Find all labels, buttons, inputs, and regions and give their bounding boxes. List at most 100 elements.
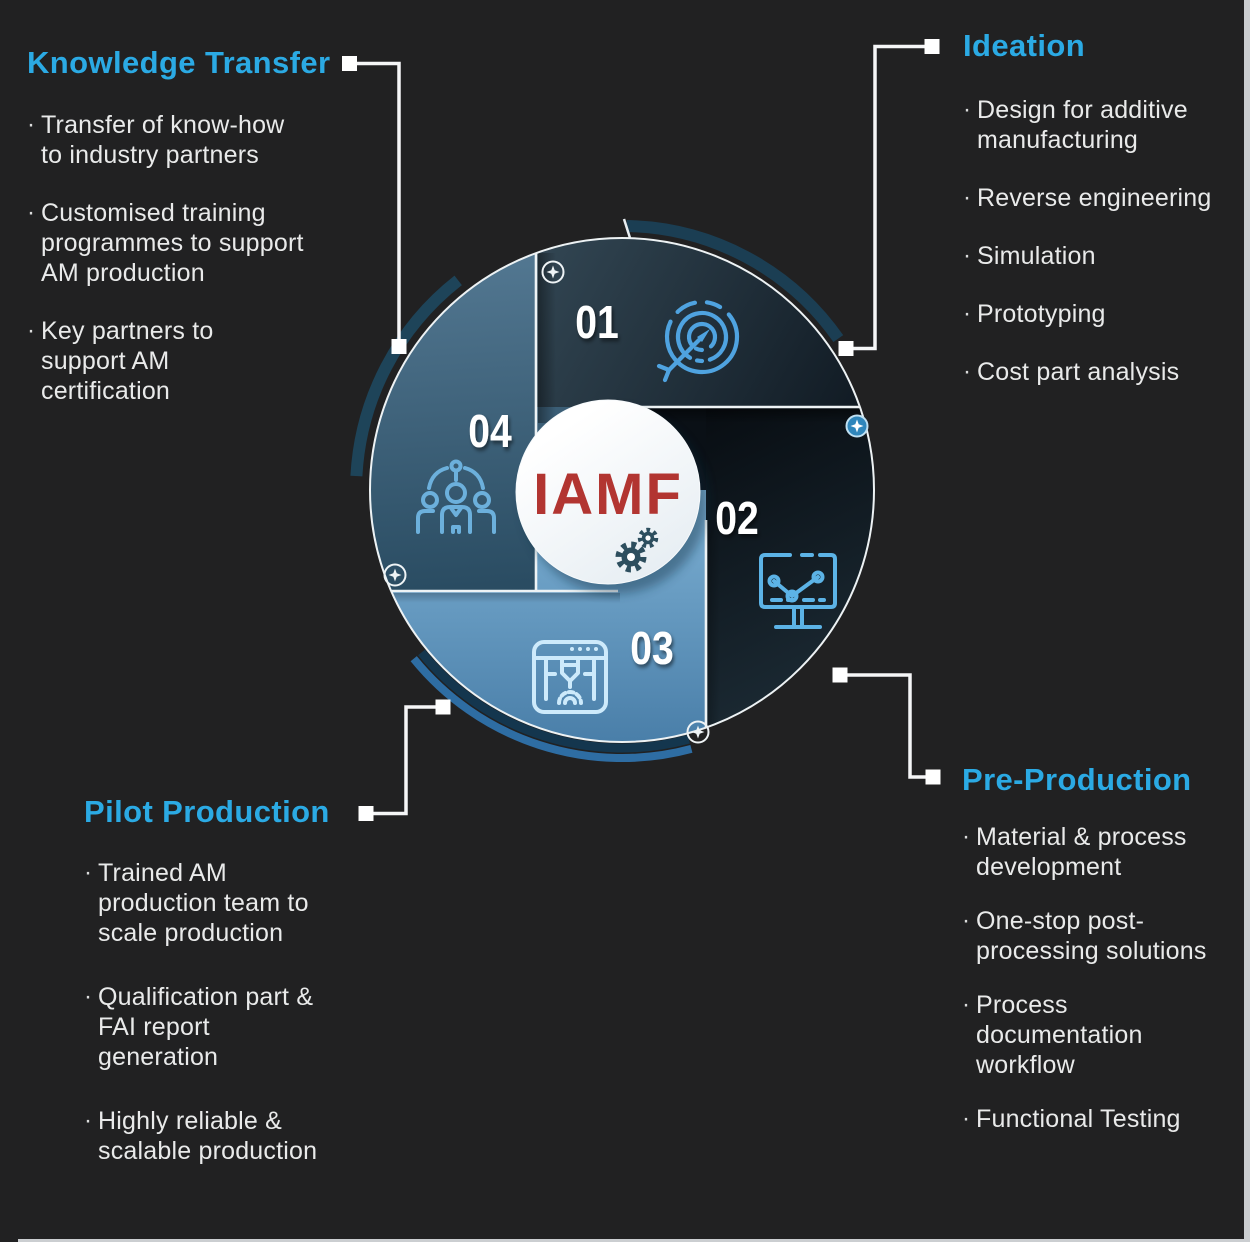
connector-ideation <box>853 44 932 351</box>
bullet-item: ·Highly reliable & scalable production <box>84 1106 374 1166</box>
compass-icon <box>383 563 407 587</box>
pre-production-title: Pre-Production <box>962 762 1192 797</box>
compass-decorations <box>383 260 869 744</box>
page-edge-bottom <box>18 1239 1250 1242</box>
bullet-text: Customised training programmes to suppor… <box>41 199 304 287</box>
bullet-text: Material & process development <box>976 823 1187 881</box>
connector-node <box>391 339 407 354</box>
bullet-item: ·Reverse engineering <box>963 183 1233 213</box>
knowledge-transfer-block: Knowledge Transfer ·Transfer of know-how… <box>27 44 357 406</box>
connector-node <box>342 56 357 71</box>
sector-shadow <box>391 593 620 603</box>
target-icon <box>656 299 740 383</box>
bullet-item: ·Customised training programmes to suppo… <box>27 198 357 288</box>
bullet-dot: · <box>963 300 971 327</box>
bullet-text: Design for additive manufacturing <box>977 96 1188 154</box>
segment-02-pre-production <box>706 407 874 728</box>
bullet-text: Key partners to support AM certification <box>41 317 214 405</box>
bullet-text: Reverse engineering <box>977 184 1212 212</box>
bullet-item: ·Design for additive manufacturing <box>963 95 1233 155</box>
bullet-text: Process documentation workflow <box>976 991 1143 1079</box>
bullet-dot: · <box>962 1105 970 1132</box>
ideation-block: Ideation ·Design for additive manufactur… <box>963 27 1233 387</box>
bullet-item: ·Transfer of know-how to industry partne… <box>27 110 357 170</box>
connector-nodes <box>342 39 941 821</box>
connector-knowledge-transfer <box>349 61 401 347</box>
pilot-production-title: Pilot Production <box>84 794 330 829</box>
knowledge-transfer-title: Knowledge Transfer <box>27 45 331 80</box>
bullet-dot: · <box>963 184 971 211</box>
arc-bottom-outer <box>410 656 693 763</box>
bullet-dot: · <box>27 111 35 138</box>
bullet-dot: · <box>84 983 92 1010</box>
connector-node <box>832 667 848 683</box>
bullet-item: ·Functional Testing <box>962 1104 1232 1134</box>
bullet-item: ·Simulation <box>963 241 1233 271</box>
connector-node <box>925 769 941 785</box>
bullet-text: Simulation <box>977 242 1096 270</box>
bullet-text: Cost part analysis <box>977 358 1180 386</box>
bullet-item: ·One-stop post- processing solutions <box>962 906 1232 966</box>
bullet-text: Highly reliable & scalable production <box>98 1107 318 1165</box>
bullet-text: Functional Testing <box>976 1105 1181 1133</box>
connectors <box>349 44 932 816</box>
connector-node <box>435 699 451 715</box>
center-hub: IAMF <box>515 399 708 594</box>
bullet-text: One-stop post- processing solutions <box>976 907 1207 965</box>
bullet-text: Transfer of know-how to industry partner… <box>41 111 285 169</box>
monitor-chart-icon <box>759 553 837 629</box>
bullet-text: Trained AM production team to scale prod… <box>98 859 309 947</box>
segment-number-03: 03 <box>630 623 673 675</box>
team-icon <box>416 459 496 534</box>
bullet-dot: · <box>84 859 92 886</box>
knowledge-transfer-bullets: ·Transfer of know-how to industry partne… <box>27 110 357 406</box>
segment-04-knowledge-transfer <box>369 253 536 591</box>
bullet-dot: · <box>962 991 970 1018</box>
bullet-dot: · <box>27 199 35 226</box>
connector-pilot-production <box>366 705 436 816</box>
arc-top-right <box>626 220 844 343</box>
arc-left <box>350 275 462 477</box>
segment-numbers: 01 02 03 04 <box>468 297 758 675</box>
pilot-production-bullets: ·Trained AM production team to scale pro… <box>84 858 374 1166</box>
center-label: IAMF <box>533 462 683 527</box>
connector-node <box>924 39 940 54</box>
3d-printer-icon <box>532 640 608 714</box>
bullet-item: ·Cost part analysis <box>963 357 1233 387</box>
pre-production-bullets: ·Material & process development ·One-sto… <box>962 822 1232 1134</box>
bullet-dot: · <box>963 358 971 385</box>
sector-shadow <box>708 520 720 727</box>
segment-number-02: 02 <box>715 493 758 545</box>
bullet-dot: · <box>962 823 970 850</box>
compass-icon <box>845 414 869 438</box>
compass-icon <box>541 260 565 284</box>
bullet-dot: · <box>963 96 971 123</box>
compass-icon <box>686 720 710 744</box>
arc-tick <box>622 218 632 239</box>
segment-number-04: 04 <box>468 406 512 458</box>
connector-pre-production <box>840 673 928 779</box>
bullet-item: ·Trained AM production team to scale pro… <box>84 858 374 948</box>
pre-production-block: Pre-Production ·Material & process devel… <box>962 761 1232 1134</box>
sector-shadow <box>640 409 860 423</box>
bullet-text: Prototyping <box>977 300 1106 328</box>
bullet-item: ·Process documentation workflow <box>962 990 1232 1080</box>
bullet-item: ·Material & process development <box>962 822 1232 882</box>
bullet-text: Qualification part & FAI report generati… <box>98 983 314 1071</box>
bullet-item: ·Qualification part & FAI report generat… <box>84 982 374 1072</box>
bullet-item: ·Prototyping <box>963 299 1233 329</box>
connector-node <box>358 806 374 821</box>
bullet-dot: · <box>962 907 970 934</box>
ideation-bullets: ·Design for additive manufacturing ·Reve… <box>963 95 1233 387</box>
segment-number-01: 01 <box>575 297 618 349</box>
connector-node <box>838 341 854 356</box>
pilot-production-block: Pilot Production ·Trained AM production … <box>84 793 374 1166</box>
segment-icons <box>416 299 837 714</box>
bullet-dot: · <box>963 242 971 269</box>
gears-icon <box>615 527 659 573</box>
outer-accent-arcs <box>350 218 844 763</box>
bullet-item: ·Key partners to support AM certificatio… <box>27 316 357 406</box>
bullet-dot: · <box>27 317 35 344</box>
